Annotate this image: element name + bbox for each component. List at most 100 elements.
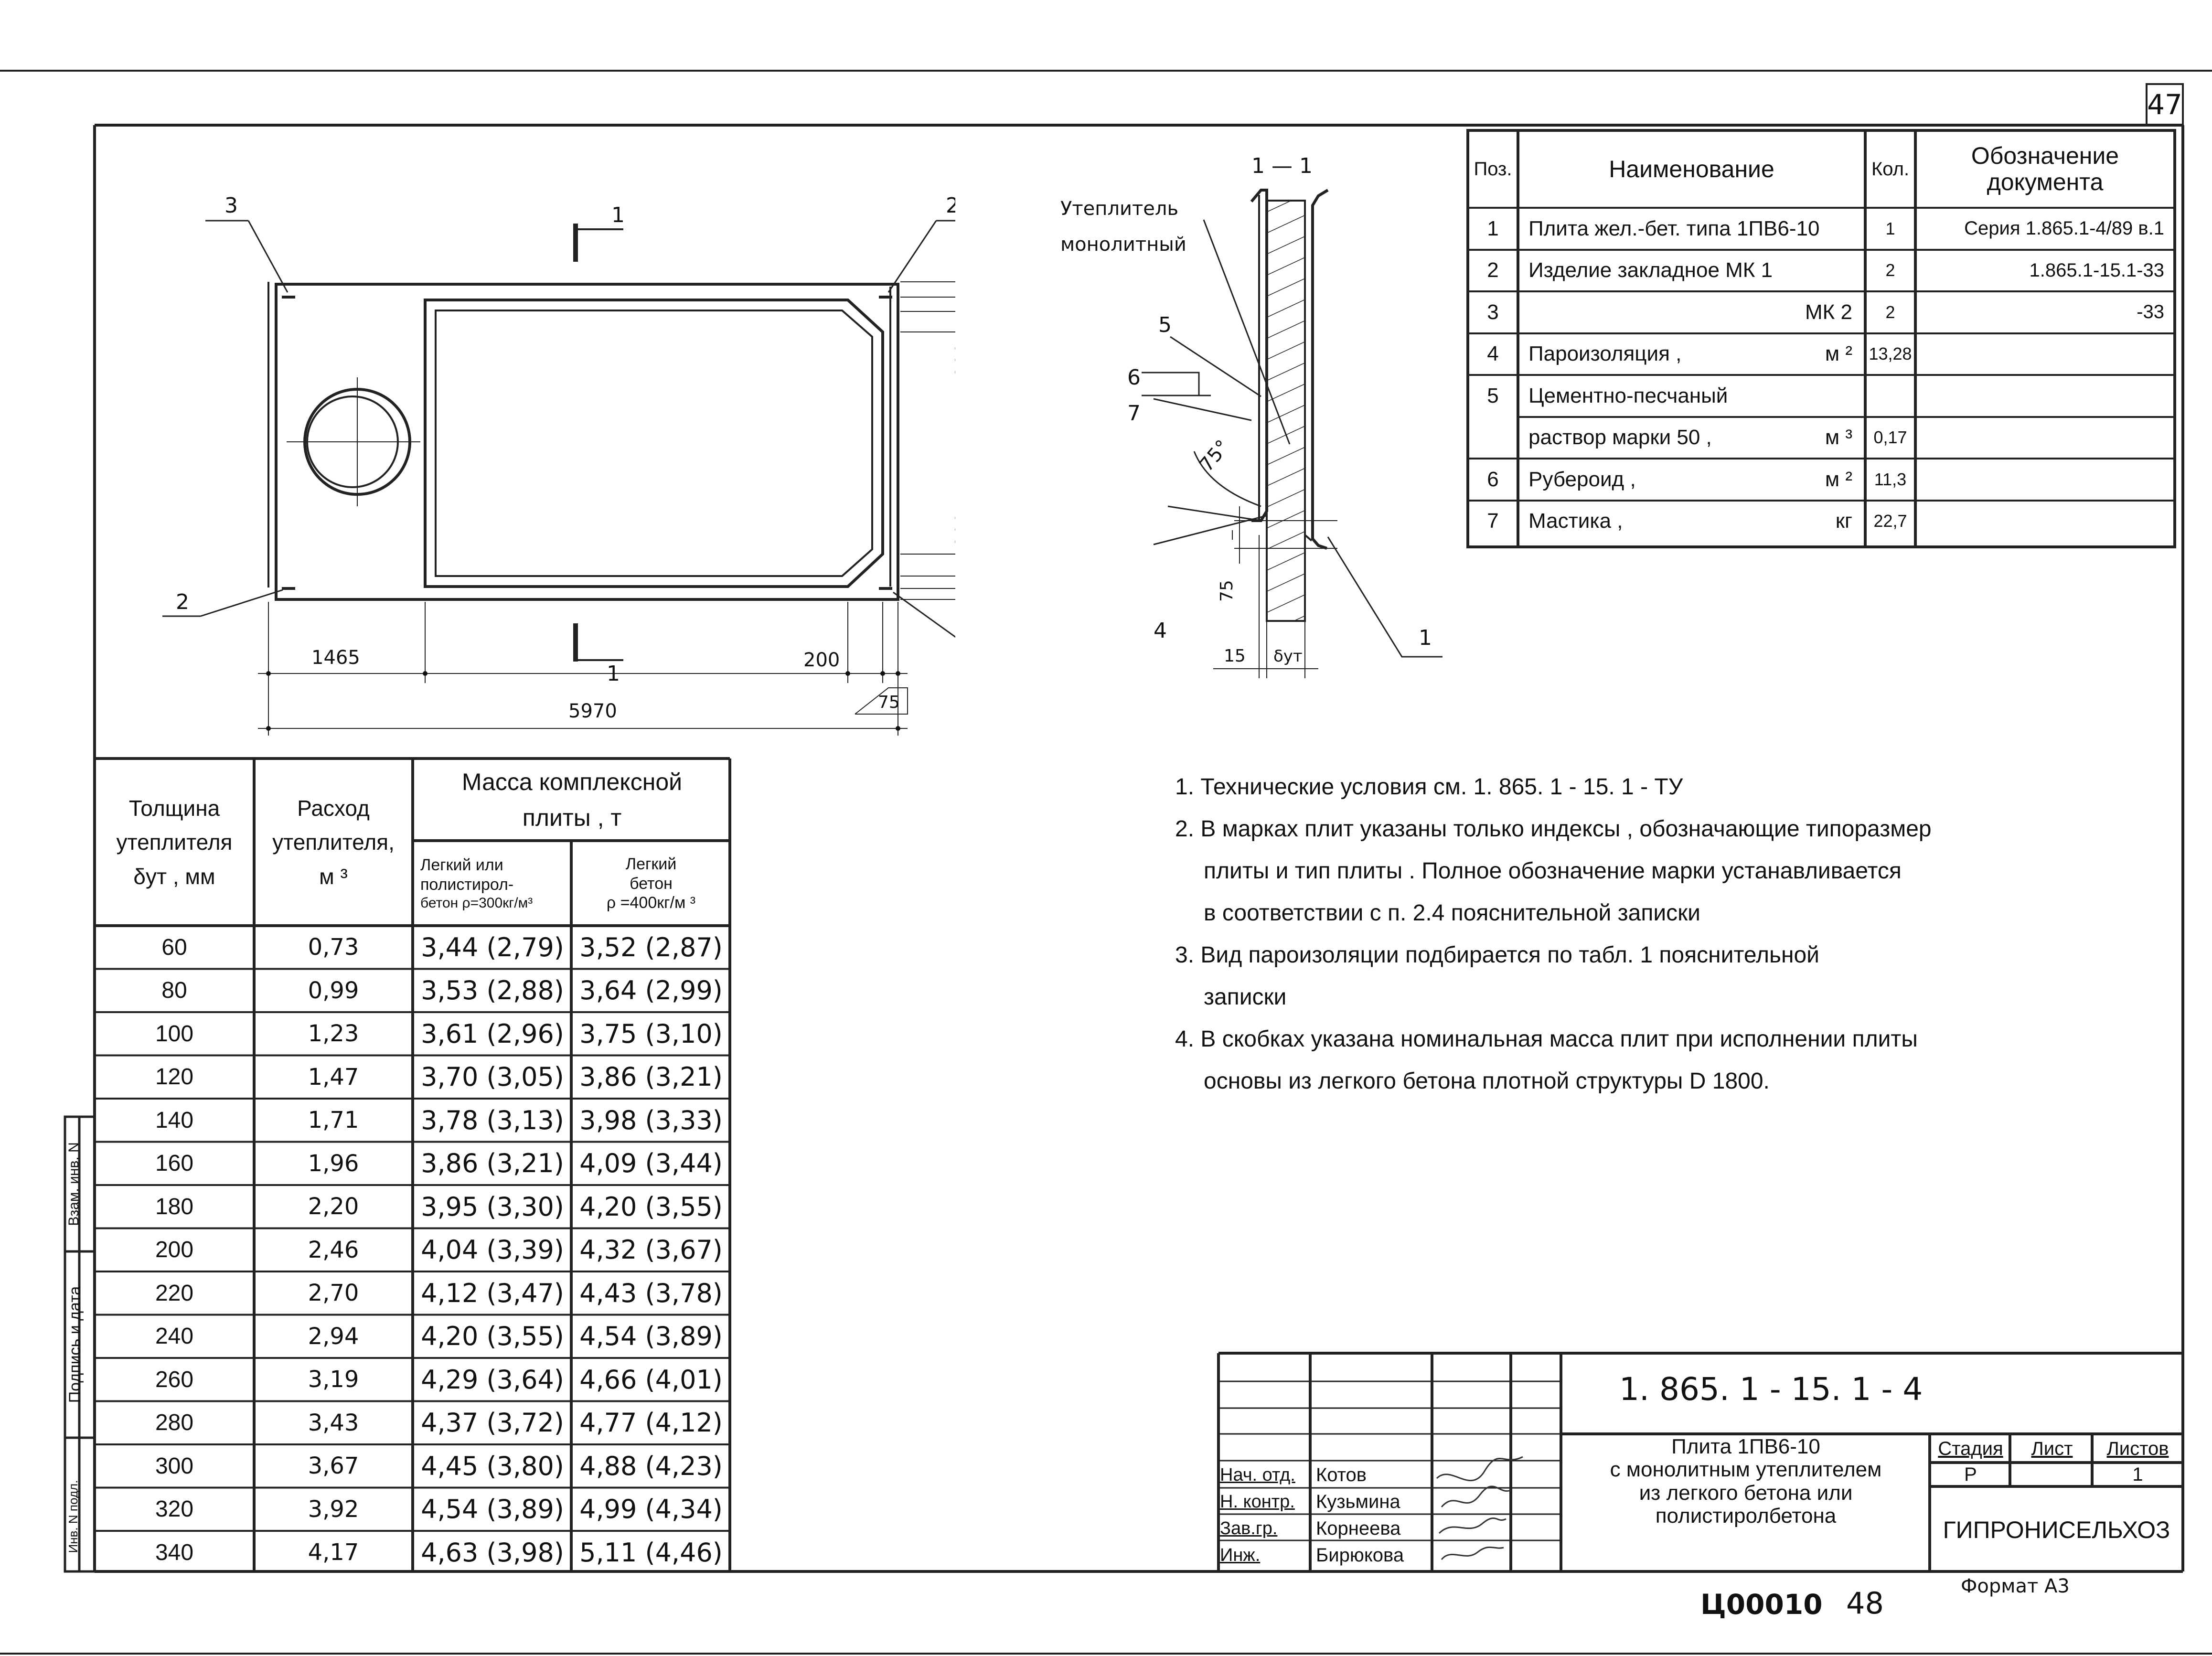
spec-row-doc xyxy=(1915,375,2175,417)
spec-header-pos: Поз. xyxy=(1474,158,1512,180)
mass-row-mass-300: 4,37 (3,72) xyxy=(421,1408,564,1438)
dim-5970: 5970 xyxy=(568,700,617,722)
spec-row-pos: 6 xyxy=(1487,467,1499,491)
drawing-title: Плита 1ПВ6-10 с монолитным утеплителем и… xyxy=(1610,1435,1882,1528)
mass-row-mass-300: 3,61 (2,96) xyxy=(421,1018,564,1049)
mass-header-mass: Масса комплексной плиты , т xyxy=(461,769,683,831)
spec-row-pos: 3 xyxy=(1487,300,1499,324)
signer-role: Инж. xyxy=(1220,1545,1261,1565)
mass-row-mass-400: 5,11 (4,46) xyxy=(579,1537,723,1568)
stamp-vzam-inv: Взам. инв. N xyxy=(66,1142,82,1226)
spec-row-name: раствор марки 50 , xyxy=(1528,426,1712,449)
spec-row-pos xyxy=(1468,417,1518,459)
spec-row-unit xyxy=(1739,250,1863,292)
page-number: 48 xyxy=(1846,1586,1884,1621)
sheet-number: 47 xyxy=(2147,88,2182,121)
signer-role: Н. контр. xyxy=(1220,1491,1295,1512)
section-1-1: 1 — 1 Утеплитель монолитный 5 6 7 4 1 75… xyxy=(1060,154,1443,678)
insulation-label-line1: Утеплитель xyxy=(1060,198,1178,220)
spec-row-qty: 11,3 xyxy=(1874,469,1907,489)
dim-1465: 1465 xyxy=(311,647,360,669)
plan-section-mark-top: 1 xyxy=(611,203,625,227)
section-dim-15: 15 xyxy=(1224,646,1246,666)
note-2-line2: плиты и тип плиты . Полное обозначение м… xyxy=(1204,858,1902,884)
mass-row-consumption: 3,43 xyxy=(308,1409,359,1436)
spec-row-doc xyxy=(1915,501,2175,543)
mass-row-consumption: 0,99 xyxy=(308,977,359,1004)
mass-row-mass-300: 4,45 (3,80) xyxy=(421,1451,564,1481)
sheets-value: 1 xyxy=(2132,1464,2143,1485)
mass-row-thickness: 140 xyxy=(155,1107,194,1133)
mass-row-mass-400: 4,88 (4,23) xyxy=(579,1451,723,1481)
mass-row-mass-300: 3,86 (3,21) xyxy=(421,1148,564,1179)
plan-callout-3-top: 3 xyxy=(224,193,238,218)
mass-row-thickness: 60 xyxy=(161,934,187,960)
mass-row-mass-400: 3,86 (3,21) xyxy=(579,1062,723,1092)
section-callout-4: 4 xyxy=(1154,619,1167,643)
section-dim-dyt: δут xyxy=(1273,647,1303,666)
spec-row-doc: 1.865.1-15.1-33 xyxy=(2029,259,2164,281)
mass-row-thickness: 180 xyxy=(155,1194,194,1219)
spec-row-qty: 2 xyxy=(1885,302,1895,322)
mass-row-thickness: 80 xyxy=(161,978,187,1004)
spec-row-name: Цементно-песчаный xyxy=(1528,384,1728,407)
mass-row-thickness: 340 xyxy=(155,1539,194,1565)
spec-row-qty: 13,28 xyxy=(1869,344,1912,364)
mass-row-thickness: 260 xyxy=(155,1367,194,1392)
spec-row-doc: -33 xyxy=(2137,301,2164,323)
spec-table-grid xyxy=(1466,129,2176,548)
section-callout-1: 1 xyxy=(1419,626,1432,650)
side-stamp xyxy=(64,1115,96,1573)
spec-row-name: Пароизоляция , xyxy=(1528,342,1682,366)
mass-row-mass-400: 4,32 (3,67) xyxy=(579,1235,723,1265)
spec-row-pos: 4 xyxy=(1487,342,1499,366)
stamp-inv-podl: Инв. N подл. xyxy=(66,1480,80,1553)
spec-row-pos: 5 xyxy=(1487,384,1499,407)
spec-row-pos: 2 xyxy=(1487,258,1499,282)
spec-row-pos: 1 xyxy=(1487,216,1499,240)
mass-row-consumption: 3,92 xyxy=(308,1496,359,1523)
spec-row-unit: м ² xyxy=(1825,342,1852,366)
signer-role: Зав.гр. xyxy=(1220,1518,1278,1538)
signer-name: Кузьмина xyxy=(1316,1491,1400,1512)
mass-header-lightweight: Легкий бетон ρ =400кг/м ³ xyxy=(606,855,696,912)
mass-row-mass-400: 4,66 (4,01) xyxy=(579,1364,723,1395)
mass-row-thickness: 200 xyxy=(155,1237,194,1263)
mass-row-consumption: 1,47 xyxy=(308,1063,359,1090)
note-4-line2: основы из легкого бетона плотной структу… xyxy=(1204,1068,1770,1094)
spec-row-qty: 2 xyxy=(1885,260,1895,280)
spec-header-name: Наименование xyxy=(1609,156,1774,182)
signer-name: Котов xyxy=(1316,1464,1367,1485)
spec-row-name: Мастика , xyxy=(1528,509,1623,533)
mass-row-consumption: 2,94 xyxy=(308,1323,359,1350)
sheet-value xyxy=(2011,1463,2093,1486)
signer-name: Бирюкова xyxy=(1316,1544,1404,1566)
mass-row-mass-400: 3,52 (2,87) xyxy=(579,932,723,962)
section-title: 1 — 1 xyxy=(1251,154,1313,178)
mass-row-mass-400: 4,99 (4,34) xyxy=(579,1494,723,1525)
spec-row-qty: 0,17 xyxy=(1873,427,1907,448)
insulation-label-line2: монолитный xyxy=(1060,234,1186,256)
mass-row-thickness: 120 xyxy=(155,1064,194,1090)
mass-table-grid xyxy=(94,757,731,1571)
spec-row-doc xyxy=(1915,459,2175,501)
mass-row-mass-300: 4,04 (3,39) xyxy=(421,1235,564,1265)
section-callout-6: 6 xyxy=(1127,365,1141,390)
spec-row-unit: м ³ xyxy=(1825,426,1852,449)
mass-row-thickness: 220 xyxy=(155,1280,194,1306)
spec-row-qty xyxy=(1865,375,1915,417)
mass-row-thickness: 320 xyxy=(155,1496,194,1522)
dim-200-bottom: 200 xyxy=(803,649,840,671)
spec-row-doc xyxy=(1915,417,2175,459)
format-label: Формат А3 xyxy=(1961,1575,2070,1597)
archive-code: Ц00010 xyxy=(1700,1588,1823,1621)
mass-row-mass-300: 4,63 (3,98) xyxy=(421,1537,564,1568)
mass-row-mass-300: 3,70 (3,05) xyxy=(421,1062,564,1092)
mass-row-mass-300: 3,78 (3,13) xyxy=(421,1105,564,1135)
mass-row-mass-300: 4,54 (3,89) xyxy=(421,1494,564,1525)
mass-row-mass-300: 3,95 (3,30) xyxy=(421,1191,564,1222)
mass-row-consumption: 2,70 xyxy=(308,1280,359,1307)
note-3-line2: записки xyxy=(1204,984,1287,1010)
plan-section-mark-bottom: 1 xyxy=(607,662,620,686)
